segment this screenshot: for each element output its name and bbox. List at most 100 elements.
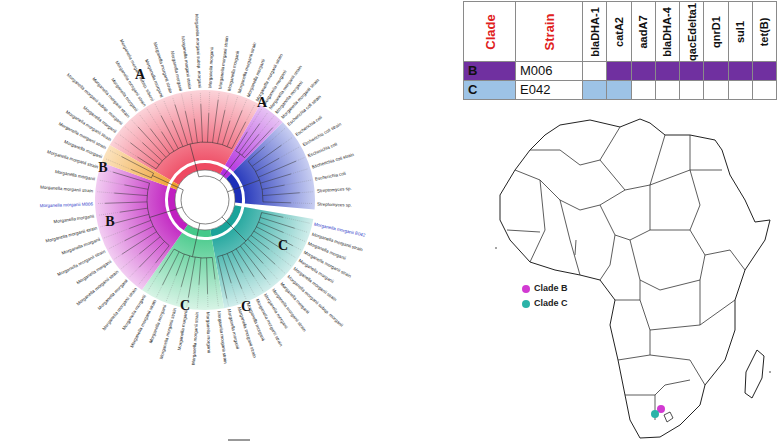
strain-cell: E042 xyxy=(520,82,550,97)
table-cell: E042 xyxy=(515,80,583,100)
leaf-guide xyxy=(129,267,139,277)
leaf-guide xyxy=(275,264,285,273)
leaf-guide xyxy=(207,294,208,308)
leaf-guide xyxy=(242,289,247,300)
tree-branch xyxy=(244,243,263,264)
tree-branch xyxy=(263,201,291,203)
tree-branch xyxy=(147,183,169,245)
table-cell xyxy=(631,61,656,81)
leaf-guide xyxy=(105,159,131,170)
tree-branch xyxy=(122,157,154,174)
leaf-guide xyxy=(215,279,219,307)
tree-branch xyxy=(113,214,149,223)
leaf-guide xyxy=(97,203,105,204)
tree-branch xyxy=(138,127,166,157)
leaf-guide xyxy=(139,114,150,128)
tree-branch xyxy=(156,142,232,169)
leaf-guide xyxy=(122,254,140,269)
tree-branch xyxy=(181,176,229,224)
leaf-label: Escherichia coli xyxy=(307,141,338,158)
tree-branch xyxy=(222,217,246,241)
table-cell: aadA7 xyxy=(631,1,656,62)
column-header: aadA7 xyxy=(637,15,649,48)
column-header: catA2 xyxy=(613,17,625,47)
leaf-guide xyxy=(285,180,312,185)
leaf-guide xyxy=(281,137,292,145)
leaf-guide xyxy=(263,263,278,279)
table-cell: sul1 xyxy=(728,1,753,62)
tree-branch xyxy=(242,134,259,155)
leaf-label: Morganella morganii strain xyxy=(40,185,93,194)
lesotho-outline xyxy=(664,412,673,422)
tree-branch xyxy=(138,157,157,169)
clade-sector xyxy=(212,207,313,308)
leaf-guide xyxy=(291,169,308,174)
tree-branch xyxy=(114,193,147,196)
leaf-label: Morganella morganii xyxy=(206,312,212,353)
table-cell: Clade xyxy=(463,1,516,62)
leaf-label: Morganella morganii M006 xyxy=(40,201,93,208)
tree-branch xyxy=(222,121,230,145)
leaf-guide xyxy=(132,120,138,127)
leaf-guide xyxy=(182,95,186,112)
leaf-guide xyxy=(147,109,162,132)
leaf-guide xyxy=(295,228,308,232)
leaf-label: Morganella morganii strain xyxy=(217,36,229,89)
tree-branch xyxy=(218,257,227,299)
tree-branch xyxy=(176,254,184,275)
table-cell xyxy=(703,80,728,100)
tree-branch xyxy=(181,256,189,287)
tree-branch xyxy=(263,193,300,196)
leaf-guide xyxy=(157,285,163,297)
tree-branch xyxy=(190,144,199,177)
tree-branch xyxy=(122,232,156,254)
tree-branch xyxy=(206,258,208,294)
clade-letter: A xyxy=(257,95,267,111)
leaf-guide xyxy=(247,108,262,132)
leaf-label: Streptomyces sp. xyxy=(317,201,352,207)
clade-letter: C xyxy=(180,298,190,314)
leaf-guide xyxy=(109,241,125,249)
tree-branch xyxy=(201,104,203,142)
leaf-guide xyxy=(230,97,238,121)
tree-branch xyxy=(232,122,246,149)
tree-branch xyxy=(261,174,292,183)
leaf-label: Morganella morganii subsp. morganii xyxy=(194,14,202,88)
leaf-guide xyxy=(115,254,123,259)
clade-letter: A xyxy=(135,67,145,83)
table-cell xyxy=(728,80,753,100)
madagascar-outline xyxy=(745,350,764,398)
leaf-guide xyxy=(197,285,199,308)
leaf-guide xyxy=(119,134,130,143)
tree-branch xyxy=(232,251,243,272)
leaf-guide xyxy=(231,283,237,303)
tree-branch xyxy=(139,241,164,267)
tree-branch xyxy=(120,208,148,212)
leaf-guide xyxy=(138,263,155,285)
tree-branch xyxy=(258,161,296,177)
table-cell xyxy=(752,80,777,100)
tree-branch xyxy=(163,252,180,285)
leaf-label: Morganella morganii strain xyxy=(217,311,229,364)
leaf-guide xyxy=(246,104,255,122)
island-dot xyxy=(495,247,497,249)
leaf-guide xyxy=(200,92,202,104)
leaf-guide xyxy=(191,93,194,119)
table-cell: C xyxy=(463,80,516,100)
column-header: Strain xyxy=(542,13,557,50)
table-cell xyxy=(655,80,680,100)
table-cell xyxy=(582,80,607,100)
leaf-guide xyxy=(243,273,255,296)
tree-branch xyxy=(159,249,174,273)
leaf-guide xyxy=(227,299,229,306)
leaf-guide xyxy=(279,147,299,158)
leaf-guide xyxy=(300,191,313,193)
leaf-guide xyxy=(259,117,274,135)
tree-branch xyxy=(213,100,219,143)
leaf-guide xyxy=(114,142,138,157)
tree-branch xyxy=(194,119,197,143)
tree-branch xyxy=(175,105,188,145)
table-cell: Strain xyxy=(515,1,583,62)
clade-letter: B xyxy=(105,214,114,230)
table-cell xyxy=(655,61,680,81)
